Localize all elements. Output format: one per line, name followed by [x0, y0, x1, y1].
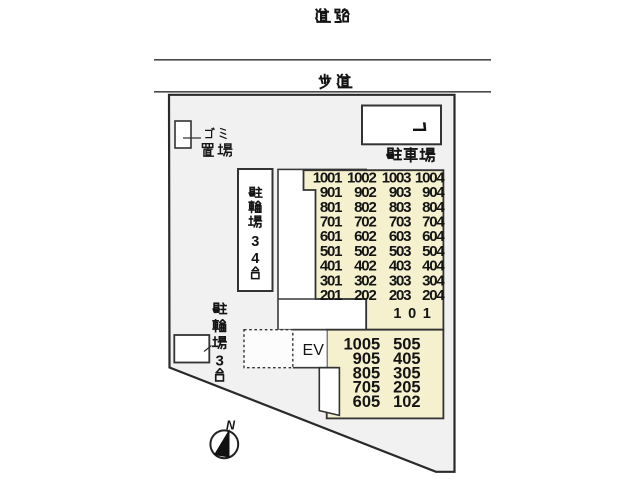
svg-text:305: 305 [393, 364, 421, 382]
svg-text:1004: 1004 [415, 169, 445, 186]
svg-text:405: 405 [393, 350, 421, 368]
svg-text:503: 503 [389, 243, 411, 260]
svg-text:802: 802 [354, 199, 376, 216]
svg-text:102: 102 [393, 393, 421, 411]
svg-text:205: 205 [393, 379, 421, 397]
svg-text:401: 401 [320, 258, 342, 275]
svg-text:501: 501 [320, 243, 342, 260]
svg-text:201: 201 [320, 287, 342, 304]
svg-text:601: 601 [320, 228, 342, 245]
svg-text:1002: 1002 [347, 169, 376, 186]
svg-text:605: 605 [353, 393, 381, 411]
svg-text:303: 303 [389, 272, 411, 289]
svg-text:4: 4 [251, 251, 259, 267]
svg-text:301: 301 [320, 272, 342, 289]
svg-text:302: 302 [354, 272, 376, 289]
svg-text:803: 803 [389, 199, 411, 216]
svg-text:3: 3 [216, 353, 224, 370]
svg-text:404: 404 [422, 258, 445, 275]
svg-text:703: 703 [389, 214, 411, 231]
svg-text:1001: 1001 [313, 169, 342, 186]
svg-text:403: 403 [389, 258, 411, 275]
svg-text:EV: EV [303, 342, 325, 359]
svg-text:505: 505 [393, 336, 421, 354]
svg-text:1 0 1: 1 0 1 [393, 306, 432, 322]
svg-text:704: 704 [422, 214, 445, 231]
svg-text:1003: 1003 [382, 169, 411, 186]
svg-text:901: 901 [320, 184, 342, 201]
svg-text:402: 402 [354, 258, 376, 275]
svg-text:502: 502 [354, 243, 376, 260]
svg-text:805: 805 [353, 364, 381, 382]
svg-text:202: 202 [354, 287, 376, 304]
svg-text:702: 702 [354, 214, 376, 231]
svg-text:204: 204 [422, 287, 445, 304]
svg-text:904: 904 [422, 184, 445, 201]
svg-text:804: 804 [422, 199, 445, 216]
svg-text:1005: 1005 [343, 336, 380, 354]
svg-text:603: 603 [389, 228, 411, 245]
svg-text:N: N [226, 419, 236, 433]
svg-text:902: 902 [354, 184, 376, 201]
svg-text:705: 705 [353, 379, 381, 397]
svg-text:3: 3 [251, 234, 259, 250]
svg-text:504: 504 [422, 243, 445, 260]
svg-text:604: 604 [422, 228, 445, 245]
svg-text:602: 602 [354, 228, 376, 245]
svg-text:801: 801 [320, 199, 342, 216]
svg-text:304: 304 [422, 272, 445, 289]
svg-text:903: 903 [389, 184, 411, 201]
svg-text:203: 203 [389, 287, 411, 304]
svg-text:905: 905 [353, 350, 381, 368]
svg-text:701: 701 [320, 214, 342, 231]
